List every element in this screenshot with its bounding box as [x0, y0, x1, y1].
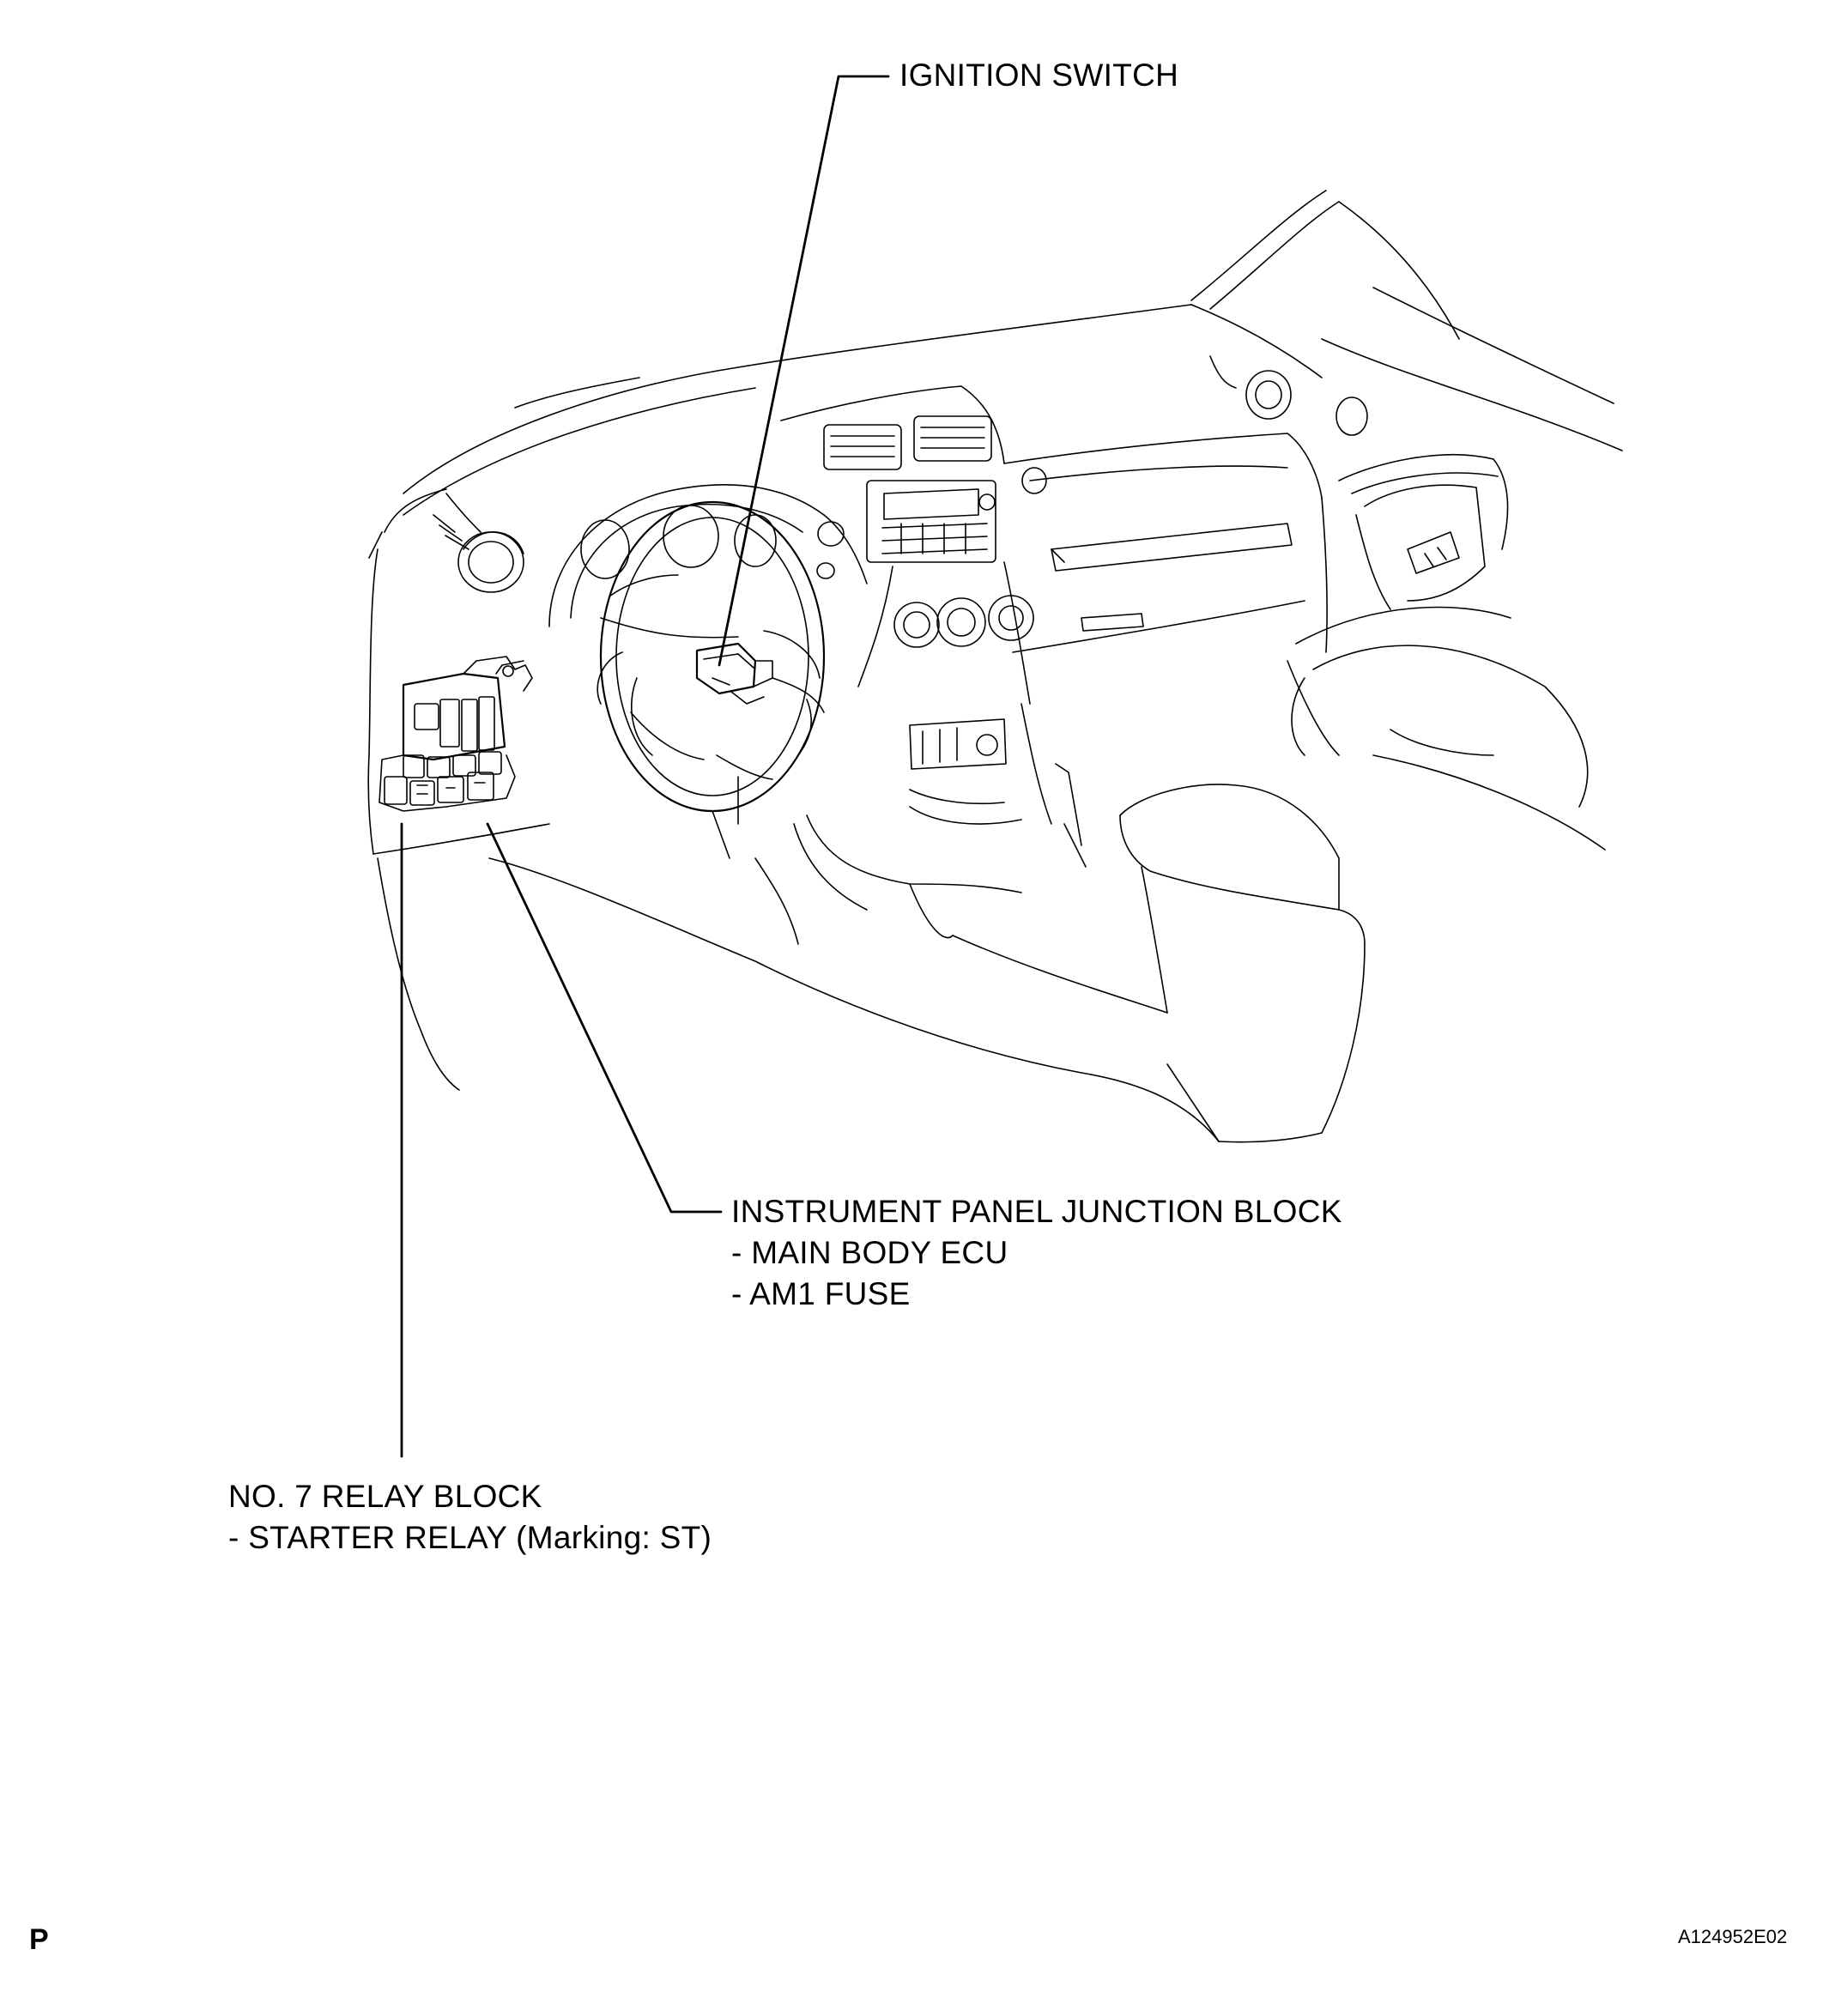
- steering-wheel: [597, 500, 826, 859]
- left-panel: [367, 493, 550, 1091]
- passenger-dashboard: [1003, 355, 1368, 653]
- junction-block-item: - AM1 FUSE: [731, 1276, 911, 1311]
- center-stack: [780, 385, 1034, 825]
- corner-mark: P: [29, 1923, 49, 1956]
- junction-block-item: - MAIN BODY ECU: [731, 1235, 1008, 1270]
- passenger-door: [1287, 454, 1606, 851]
- windshield-outline: [1190, 190, 1623, 451]
- ignition-switch-label: IGNITION SWITCH: [899, 55, 1178, 96]
- junction-block-leader: [486, 822, 723, 1214]
- ignition-switch-title: IGNITION SWITCH: [899, 58, 1179, 93]
- instrument-cluster: [548, 484, 868, 627]
- leader-lines: [400, 75, 890, 1458]
- left-air-vent: [457, 531, 524, 593]
- center-console: [488, 703, 1366, 1143]
- relay-block-part: [379, 656, 533, 812]
- relay-block-item: - STARTER RELAY (Marking: ST): [228, 1520, 712, 1555]
- relay-block-label: NO. 7 RELAY BLOCK - STARTER RELAY (Marki…: [228, 1476, 712, 1559]
- relay-block-title: NO. 7 RELAY BLOCK: [228, 1479, 542, 1514]
- junction-block-title: INSTRUMENT PANEL JUNCTION BLOCK: [731, 1194, 1342, 1229]
- figure-id: A124952E02: [1678, 1926, 1788, 1947]
- junction-block-label: INSTRUMENT PANEL JUNCTION BLOCK - MAIN B…: [731, 1191, 1342, 1315]
- dashboard-top: [368, 304, 1323, 559]
- ignition-switch-part: [695, 642, 773, 705]
- ignition-switch-leader: [718, 75, 890, 667]
